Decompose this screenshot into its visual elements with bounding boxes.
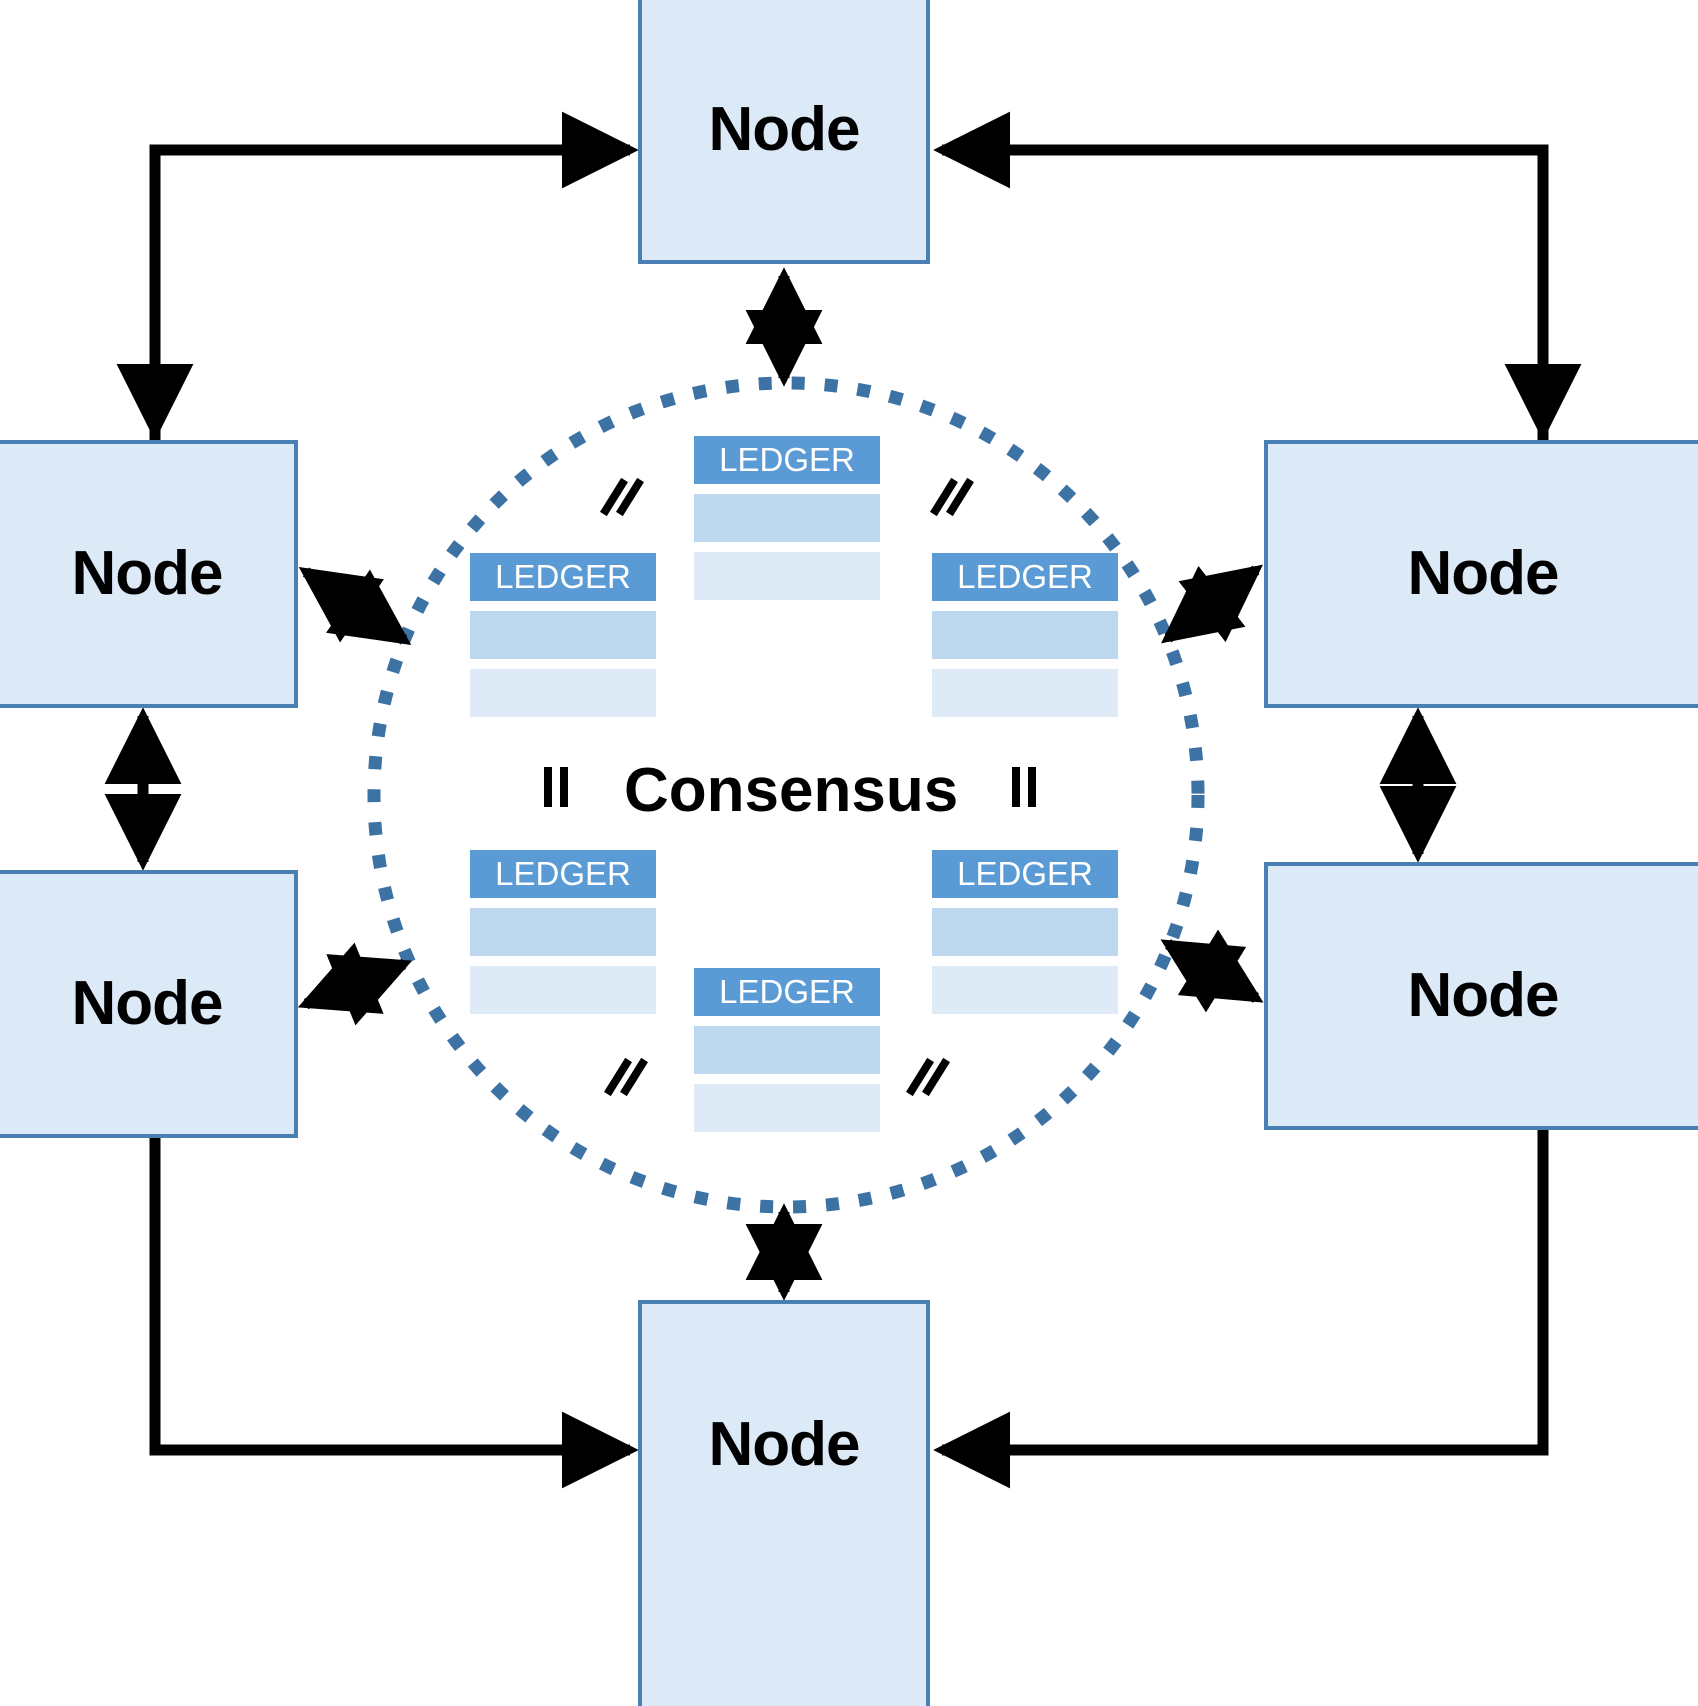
ledger-upper-left-header: LEDGER [470,553,656,601]
node-right-upper-label: Node [1407,539,1560,608]
ledger-lower-right-row-2 [932,966,1118,1014]
ledger-bottom[interactable]: LEDGER [694,968,880,1132]
ledger-upper-right-header: LEDGER [932,553,1118,601]
ledger-bottom-row-1 [694,1026,880,1074]
node-right-lower[interactable]: Node [1264,862,1698,1130]
node-top-label: Node [708,95,861,164]
equals-icon-top-left [600,475,644,519]
equals-icon-top-right [930,475,974,519]
ledger-top-row-2 [694,552,880,600]
node-bottom[interactable]: Node [638,1300,930,1706]
ledger-lower-left-header: LEDGER [470,850,656,898]
node-left-upper-label: Node [71,539,224,608]
ledger-lower-left[interactable]: LEDGER [470,850,656,1014]
ledger-upper-right-row-1 [932,611,1118,659]
ledger-upper-right-row-2 [932,669,1118,717]
equals-icon-middle-left [534,765,578,809]
node-right-lower-label: Node [1407,961,1560,1030]
edge-left-lower-to-bottom [149,1138,639,1489]
node-left-lower[interactable]: Node [0,870,298,1138]
edge-left-upper-node-to-consensus [298,566,412,646]
equals-icon-bottom-right [906,1055,950,1099]
ledger-lower-left-row-1 [470,908,656,956]
edge-right-upper-node-to-consensus [1161,564,1263,644]
consensus-boundary-circle [367,376,1205,1214]
equals-icon-middle-right [1002,765,1046,809]
ledger-lower-right-row-1 [932,908,1118,956]
node-bottom-label: Node [708,1410,861,1479]
node-left-lower-label: Node [71,969,224,1038]
ledger-upper-left-row-1 [470,611,656,659]
edge-right-lower-to-bottom [933,1130,1549,1489]
ledger-top-row-1 [694,494,880,542]
equals-icon-bottom-left [604,1055,648,1099]
ledger-lower-left-row-2 [470,966,656,1014]
ledger-bottom-row-2 [694,1084,880,1132]
ledger-lower-right[interactable]: LEDGER [932,850,1118,1014]
node-top[interactable]: Node [638,0,930,264]
ledger-top[interactable]: LEDGER [694,436,880,600]
ledger-top-header: LEDGER [694,436,880,484]
consensus-label: Consensus [624,756,959,825]
ledger-bottom-header: LEDGER [694,968,880,1016]
edge-left-upper-to-top [149,111,639,440]
edge-left-lower-node-to-consensus [297,942,413,1026]
ledger-upper-left[interactable]: LEDGER [470,553,656,717]
node-left-upper[interactable]: Node [0,440,298,708]
node-right-upper[interactable]: Node [1264,440,1698,708]
ledger-upper-right[interactable]: LEDGER [932,553,1118,717]
edge-right-upper-to-top [933,111,1549,440]
ledger-upper-left-row-2 [470,669,656,717]
edge-right-lower-node-to-consensus [1160,929,1264,1013]
ledger-lower-right-header: LEDGER [932,850,1118,898]
